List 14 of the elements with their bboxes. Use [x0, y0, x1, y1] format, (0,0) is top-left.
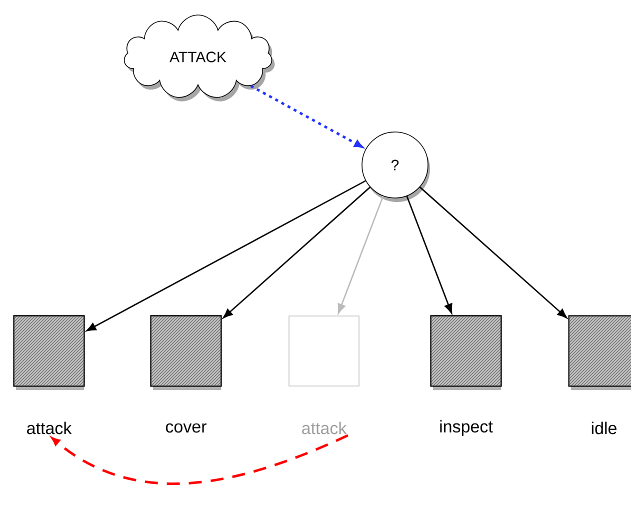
cloud-node: ATTACK	[124, 14, 275, 102]
arrow	[86, 180, 366, 332]
arrow	[222, 186, 371, 318]
arrow	[406, 196, 452, 314]
arrow	[419, 186, 568, 318]
action-box: idle	[568, 315, 631, 434]
action-box: cover	[150, 315, 222, 433]
arrow	[250, 84, 363, 148]
action-box: attack	[288, 316, 360, 434]
arrow	[52, 434, 348, 485]
action-box: inspect	[430, 315, 502, 436]
arrow	[338, 196, 384, 314]
action-box: attack	[13, 315, 85, 434]
node-label: attack	[302, 422, 347, 434]
